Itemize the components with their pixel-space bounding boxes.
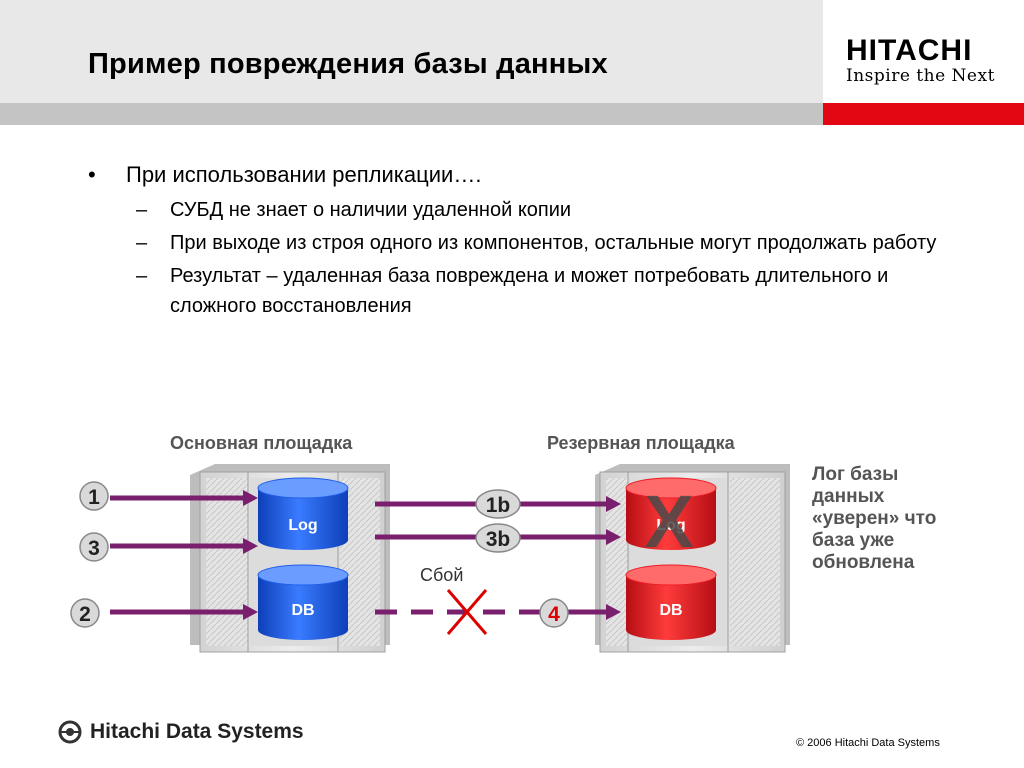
x-mark-icon: X <box>644 480 693 563</box>
backup-db-label: DB <box>659 602 682 619</box>
step-2-badge: 2 <box>70 598 100 628</box>
footer-logo: Hitachi Data Systems <box>58 720 304 744</box>
backup-db-cylinder <box>625 564 717 640</box>
svg-text:1b: 1b <box>486 494 511 517</box>
copyright-text: © 2006 Hitachi Data Systems <box>796 737 940 749</box>
arrow-4-dashed <box>375 604 621 620</box>
replication-diagram: Основная площадка Резервная площадка Log… <box>70 433 790 653</box>
log-note-line: данных <box>812 486 885 507</box>
arrow-1 <box>110 490 258 506</box>
primary-db-cylinder <box>257 564 349 640</box>
svg-text:3: 3 <box>88 537 100 560</box>
hitachi-emblem-icon <box>58 720 82 744</box>
step-1b-badge: 1b <box>475 489 521 519</box>
log-note-line: Лог базы <box>812 464 899 485</box>
sub-bullet-text: Результат – удаленная база повреждена и … <box>170 265 889 317</box>
backup-log-label: Log <box>656 517 685 534</box>
step-4-badge: 4 <box>539 598 569 628</box>
failure-label: Сбой <box>420 565 463 585</box>
bullet-dot-icon: • <box>88 162 96 187</box>
red-accent-bar <box>823 103 1024 125</box>
dash-icon: – <box>136 265 148 287</box>
dash-icon: – <box>136 199 148 221</box>
log-note-line: база уже <box>812 530 895 551</box>
arrow-2 <box>110 604 258 620</box>
step-1-badge: 1 <box>79 481 109 511</box>
backup-log-cylinder <box>625 477 717 550</box>
logo-tagline: Inspire the Next <box>846 66 995 86</box>
sub-bullet-text: СУБД не знает о наличии удаленной копии <box>170 199 572 221</box>
svg-text:4: 4 <box>548 603 560 626</box>
svg-text:2: 2 <box>79 603 91 626</box>
log-note-line: обновлена <box>812 552 915 573</box>
page-title: Пример повреждения базы данных <box>88 48 608 80</box>
backup-site-label: Резервная площадка <box>547 433 736 453</box>
primary-site-label: Основная площадка <box>170 433 353 453</box>
step-3-badge: 3 <box>79 532 109 562</box>
arrow-3 <box>110 538 258 554</box>
log-note-line: «уверен» что <box>812 508 937 529</box>
step-3b-badge: 3b <box>475 523 521 553</box>
primary-log-label: Log <box>288 517 317 534</box>
sub-bullet: – СУБД не знает о наличии удаленной копи… <box>88 195 948 225</box>
dash-icon: – <box>136 232 148 254</box>
header-band <box>0 0 823 103</box>
footer-company: Hitachi Data Systems <box>90 720 304 743</box>
header-divider <box>0 103 823 125</box>
bullet-main-text: При использовании репликации…. <box>126 162 482 187</box>
sub-bullet: – При выходе из строя одного из компонен… <box>88 228 948 258</box>
primary-log-cylinder <box>257 477 349 550</box>
sub-bullet: – Результат – удаленная база повреждена … <box>88 261 948 321</box>
bullet-list: • При использовании репликации…. – СУБД … <box>88 158 948 321</box>
bullet-main: • При использовании репликации…. <box>88 158 948 192</box>
sub-bullet-text: При выходе из строя одного из компоненто… <box>170 232 937 254</box>
failure-cross-icon <box>446 589 488 635</box>
svg-text:3b: 3b <box>486 528 511 551</box>
svg-text:1: 1 <box>88 486 100 509</box>
log-note: Лог базы данных «уверен» что база уже об… <box>812 464 1012 574</box>
hitachi-logo: HITACHI Inspire the Next <box>846 34 1006 87</box>
logo-main-text: HITACHI <box>846 34 973 67</box>
primary-db-label: DB <box>291 602 314 619</box>
